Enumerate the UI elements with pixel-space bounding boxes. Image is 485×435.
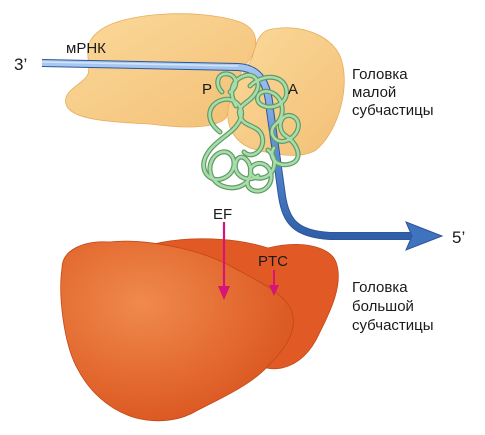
large-subunit-front-lobe [60, 240, 294, 422]
mrna-label: мРНК [66, 40, 106, 57]
small-subunit-left-lobe [65, 13, 257, 128]
large-subunit [60, 238, 339, 422]
a-site-label: A [288, 81, 298, 98]
three-prime-end-label: 3’ [14, 55, 27, 74]
large-subunit-caption: Головка большой субчастицы [352, 279, 434, 334]
trna-cluster [201, 71, 301, 194]
ef-label: EF [213, 206, 232, 223]
svg-text:Головка: Головка [352, 279, 408, 296]
ef-arrow [218, 222, 230, 300]
svg-text:субчастицы: субчастицы [352, 102, 434, 119]
svg-text:большой: большой [352, 298, 414, 315]
five-prime-end-label: 5’ [452, 228, 465, 247]
ptc-arrow [269, 270, 279, 296]
svg-text:малой: малой [352, 84, 396, 101]
p-site-label: P [202, 81, 212, 98]
small-subunit-caption: Головка малой субчастицы [352, 66, 434, 119]
ptc-label: PTC [258, 253, 288, 270]
svg-text:субчастицы: субчастицы [352, 317, 434, 334]
svg-text:Головка: Головка [352, 66, 408, 83]
small-subunit [65, 13, 345, 156]
mrna-arrowhead [405, 221, 444, 251]
mrna-strand [41, 59, 444, 251]
